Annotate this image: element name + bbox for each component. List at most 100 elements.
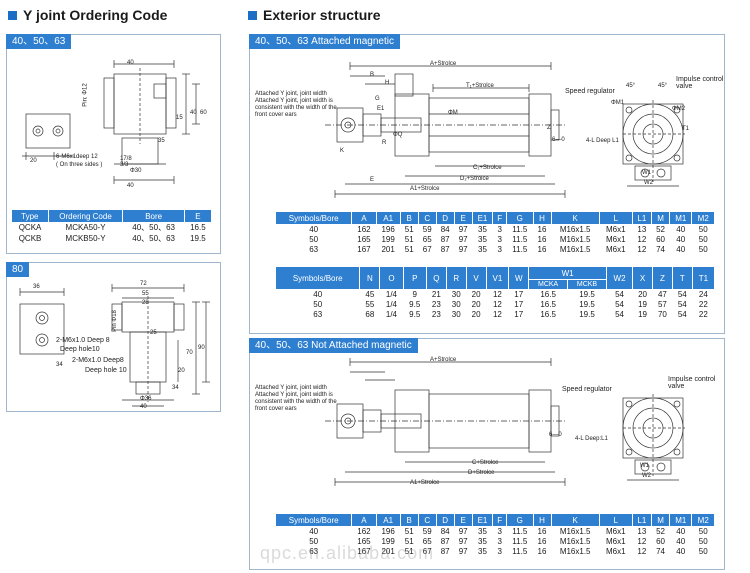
- table-cell: 17: [514, 300, 524, 309]
- table-cell: 24: [698, 290, 708, 299]
- table-header: L: [598, 513, 633, 527]
- table-cell: 70: [657, 310, 667, 319]
- table-cell: 40: [313, 290, 323, 299]
- table-header: C: [417, 513, 437, 527]
- table-header: P: [402, 266, 427, 290]
- table-cell: 11.5: [512, 245, 528, 254]
- table-cell: 196: [381, 527, 395, 536]
- a-stroke-2: A+Strolce: [430, 357, 457, 363]
- dim-3: 3/3: [120, 162, 129, 168]
- table-header: W1: [528, 266, 607, 280]
- table-cell: 30: [451, 300, 461, 309]
- table-cell: M6x1: [605, 225, 626, 234]
- table-cell: 45: [365, 290, 375, 299]
- table-cell: 16: [537, 225, 547, 234]
- table-cell: 9: [412, 290, 417, 299]
- table-cell: 51: [404, 537, 414, 546]
- table-header: W: [508, 266, 530, 290]
- y-joint-drawing-small: [14, 54, 214, 194]
- table-header: M1: [669, 513, 693, 527]
- dim-25: 25: [150, 330, 157, 336]
- cell: QCKB: [18, 234, 42, 243]
- table-cell: 35: [478, 235, 487, 244]
- table-cell: 12: [637, 537, 647, 546]
- table-cell: 40: [676, 225, 686, 234]
- table-cell: 74: [656, 547, 665, 556]
- table-cell: 54: [615, 310, 624, 319]
- dim-17: 17/8: [120, 156, 132, 162]
- dim-phi30: Φ30: [130, 168, 142, 174]
- table-cell: 16: [537, 547, 547, 556]
- right-section-title: Exterior structure: [248, 7, 380, 23]
- table-cell: 1/4: [385, 300, 397, 309]
- table-cell: 19.5: [579, 300, 595, 309]
- w1-label-2: W1: [640, 463, 649, 469]
- dim-15: 15: [176, 115, 183, 121]
- table-cell: 47: [657, 290, 667, 299]
- table-cell: 11.5: [512, 225, 528, 234]
- table-cell: 51: [404, 547, 414, 556]
- table-cell: 16: [537, 527, 547, 536]
- table-header: F: [492, 513, 508, 527]
- table-cell: 30: [451, 310, 461, 319]
- table-cell: 40: [676, 245, 686, 254]
- d2-stroke: D₂+Strolce: [460, 176, 489, 182]
- table-cell: M16x1.5: [559, 245, 591, 254]
- header-bore: Bore: [122, 210, 185, 222]
- table-cell: 87: [440, 235, 450, 244]
- right-panel-not-attached: [249, 338, 725, 570]
- table-cell: 87: [440, 547, 450, 556]
- cell: 40、50、63: [132, 234, 175, 243]
- table-cell: 165: [357, 537, 371, 546]
- table-cell: 51: [404, 235, 414, 244]
- table-header: M1: [669, 211, 693, 225]
- table-header: V1: [485, 266, 510, 290]
- left-panel1-tab: 40、50、63: [6, 34, 72, 49]
- d-stroke-2: D+Strolce: [468, 470, 495, 476]
- table-header: V: [465, 266, 487, 290]
- watermark-text: qpc.en.alibaba.com: [260, 543, 435, 563]
- table-cell: 50: [309, 537, 319, 546]
- table-cell: 12: [492, 310, 502, 319]
- table-subheader: MCKA: [528, 279, 569, 290]
- table-cell: 16.5: [540, 300, 556, 309]
- pin-phi12: Pin: Φ12: [82, 83, 89, 107]
- thread-note: 6-M6x1deep 12: [56, 154, 98, 160]
- table-header: E1: [471, 211, 494, 225]
- attached-note: Attached Y joint, joint width Attached Y…: [255, 91, 337, 118]
- table-header: F: [492, 211, 508, 225]
- table-cell: 16: [537, 537, 547, 546]
- table-cell: 19: [638, 300, 648, 309]
- cylinder-drawing-attached: [255, 54, 720, 204]
- table-cell: 12: [637, 235, 647, 244]
- table-cell: 50: [698, 245, 708, 254]
- table-cell: 97: [458, 225, 468, 234]
- dim-36: 36: [33, 284, 40, 290]
- table-cell: 59: [422, 225, 432, 234]
- pin-phi18: Pin Φ18: [111, 310, 118, 332]
- table-header: Symbols/Bore: [274, 211, 353, 225]
- table-cell: 162: [357, 527, 371, 536]
- e-label: E: [370, 177, 375, 183]
- table-cell: 87: [440, 245, 450, 254]
- table-header: X: [632, 266, 653, 290]
- table-cell: 87: [440, 537, 450, 546]
- table-subheader: MCKB: [567, 279, 607, 290]
- table-header: D: [435, 513, 455, 527]
- cell: 16.5: [190, 223, 206, 232]
- m2-label: ΦM2: [672, 106, 686, 112]
- table-cell: 51: [404, 225, 414, 234]
- table-header: M: [651, 513, 671, 527]
- header-type: Type: [12, 210, 49, 222]
- r-label: R: [382, 140, 387, 146]
- table-cell: 54: [677, 290, 687, 299]
- table-cell: 20: [638, 290, 648, 299]
- dim-40-bottom: 40: [127, 183, 134, 189]
- table-row: QCKA MCKA50-Y 40、50、63 16.5: [12, 222, 212, 233]
- table-header: B: [399, 513, 419, 527]
- table-cell: 199: [381, 537, 395, 546]
- table-cell: 23: [431, 310, 441, 319]
